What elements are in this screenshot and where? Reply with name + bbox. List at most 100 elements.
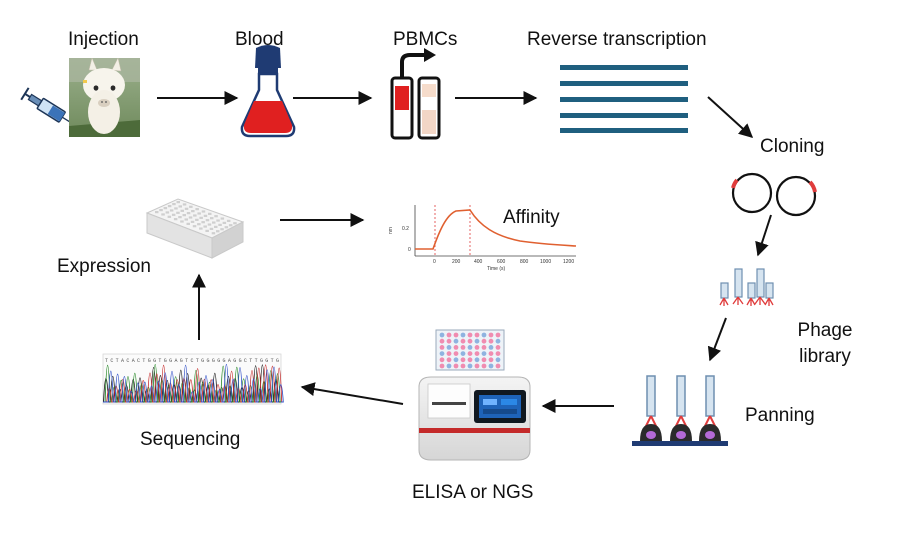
arrow-rt-to-cloning <box>707 96 754 138</box>
deep-well <box>167 205 172 208</box>
deep-well <box>199 216 203 219</box>
deep-well <box>214 225 218 228</box>
deep-well <box>228 224 233 227</box>
pbmc-tubes-icon <box>390 48 441 140</box>
flow-arrows <box>157 91 772 413</box>
deep-well <box>212 221 216 224</box>
deep-well <box>233 222 237 225</box>
elisa-well <box>439 332 445 338</box>
label-injection: Injection <box>68 29 139 50</box>
deep-well <box>169 209 174 212</box>
sequencing-chromatogram: TCTACACTGGTGGAGTCTGGGGGAGGCTTGGTG <box>102 353 284 405</box>
deep-well <box>197 212 201 215</box>
deep-well <box>163 207 168 210</box>
elisa-well <box>439 363 445 369</box>
label-reverse-transcription: Reverse transcription <box>527 29 707 50</box>
sensorgram-xtick-400: 400 <box>474 259 483 265</box>
deep-well <box>188 216 193 219</box>
deep-well <box>184 218 188 221</box>
elisa-well <box>439 351 445 356</box>
syringe-icon <box>20 87 75 126</box>
elisa-well <box>495 363 501 369</box>
label-phage-library: Phage library <box>790 320 860 368</box>
label-elisa-ngs: ELISA or NGS <box>412 482 534 503</box>
label-phage-library-line2: library <box>799 346 851 367</box>
elisa-well <box>460 338 466 344</box>
elisa-well <box>474 357 480 363</box>
arrow-cloning-to-phage <box>755 214 772 257</box>
elisa-well <box>467 345 473 350</box>
arrow-phage-to-panning <box>707 317 727 362</box>
plasmid-vectors-icon <box>731 172 817 217</box>
deep-well-plate-icon <box>145 198 245 259</box>
chromatogram-trace <box>103 364 283 403</box>
deep-well <box>222 221 227 224</box>
label-affinity: Affinity <box>503 207 560 228</box>
elisa-well <box>453 338 459 344</box>
elisa-well <box>488 363 494 369</box>
sensorgram-xtick-1200: 1200 <box>563 259 574 265</box>
elisa-well <box>481 338 487 344</box>
deep-well <box>220 217 225 220</box>
deep-well <box>203 225 207 228</box>
deep-well <box>224 226 229 229</box>
deep-well <box>199 227 203 230</box>
deep-well <box>218 223 222 226</box>
deep-well <box>209 227 214 230</box>
elisa-well <box>474 332 480 338</box>
deep-well <box>180 220 184 223</box>
deep-well <box>165 211 170 214</box>
elisa-well <box>495 345 501 350</box>
sensorgram-xtick-800: 800 <box>520 259 529 265</box>
panning-icon <box>632 375 728 446</box>
alpaca-photo <box>69 57 140 137</box>
deep-well <box>210 217 214 220</box>
deep-well <box>211 232 216 235</box>
deep-well <box>208 212 212 215</box>
deep-well <box>172 203 176 206</box>
arrow-elisa-to-sequencing <box>300 382 404 405</box>
elisa-well <box>453 345 459 350</box>
elisa-plate-icon <box>435 329 505 371</box>
elisa-well <box>439 357 445 363</box>
elisa-well <box>495 332 501 338</box>
deep-well <box>176 211 180 214</box>
elisa-well <box>446 363 452 369</box>
deep-well <box>226 219 231 222</box>
label-cloning: Cloning <box>760 136 825 157</box>
deep-well <box>159 209 163 212</box>
label-phage-library-line1: Phage <box>797 320 853 341</box>
deep-well <box>197 223 201 226</box>
elisa-well <box>481 332 487 338</box>
elisa-well <box>488 345 494 350</box>
sensorgram-xtick-0: 0 <box>433 259 436 265</box>
deep-well <box>161 213 165 216</box>
sensorgram-xtick-600: 600 <box>497 259 506 265</box>
elisa-well <box>460 357 466 363</box>
chromatogram-bases: TCTACACTGGTGGAGTCTGGGGGAGGCTTGGTG <box>105 358 279 364</box>
deep-well <box>216 230 220 233</box>
elisa-well <box>453 351 459 356</box>
elisa-well <box>467 357 473 363</box>
cdna-lines-icon <box>560 65 688 133</box>
elisa-well <box>467 338 473 344</box>
plate-reader-instrument <box>418 376 531 461</box>
blood-flask-icon <box>240 45 296 138</box>
label-sequencing: Sequencing <box>140 429 241 450</box>
elisa-well <box>446 357 452 363</box>
label-expression: Expression <box>57 256 151 277</box>
sensorgram-xtick-1000: 1000 <box>540 259 551 265</box>
deep-well <box>167 215 172 218</box>
elisa-well <box>453 357 459 363</box>
elisa-well <box>495 338 501 344</box>
elisa-well <box>460 332 466 338</box>
elisa-well <box>481 345 487 350</box>
elisa-well <box>474 363 480 369</box>
sensorgram-ylabel: nm <box>388 227 394 234</box>
deep-well <box>155 211 159 214</box>
deep-well <box>195 218 199 221</box>
elisa-well <box>481 363 487 369</box>
deep-well <box>186 222 190 225</box>
deep-well <box>203 214 208 217</box>
